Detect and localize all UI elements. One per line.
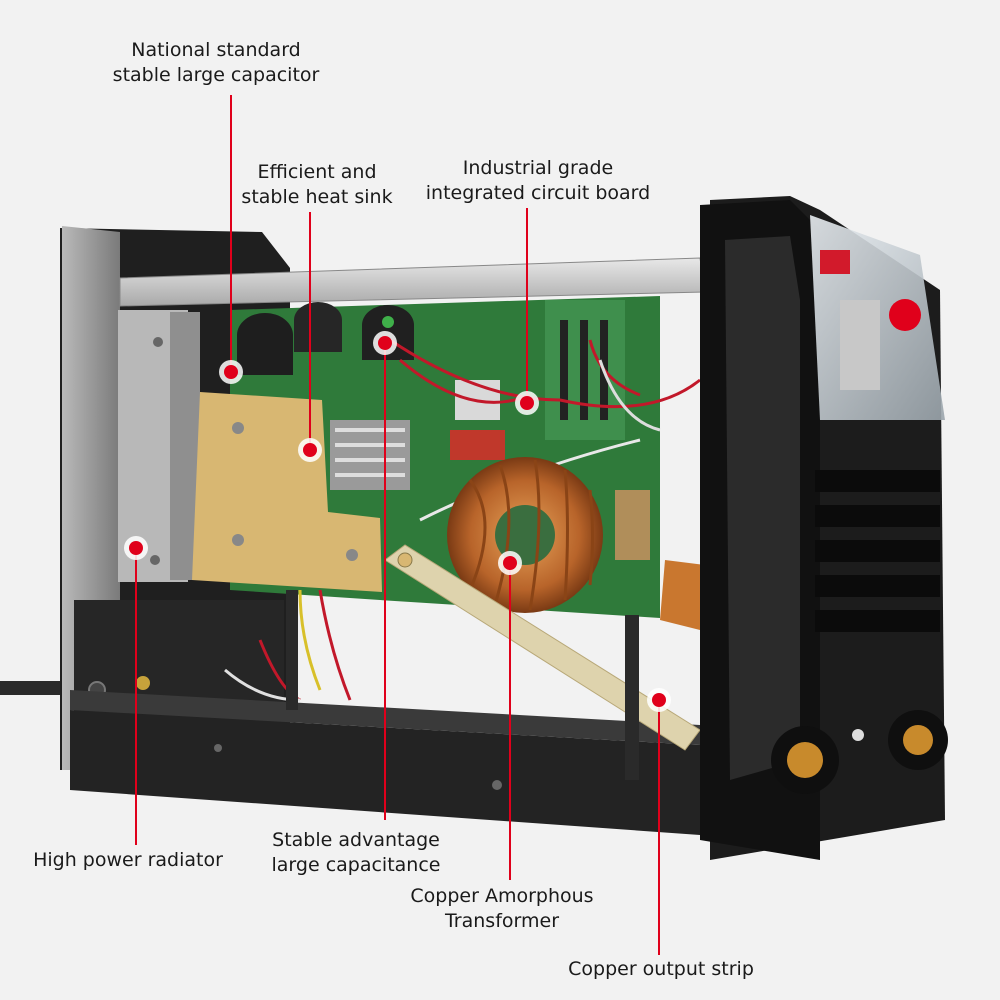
label-heat-sink-line2: stable heat sink [241,186,393,208]
label-heat-sink-line1: Efficient and [257,161,377,183]
transformer-coil [447,457,603,613]
marker-heat-sink [298,438,322,462]
label-capacitance-line1: Stable advantage [272,829,440,851]
front-panel [700,196,948,860]
marker-radiator [124,536,148,560]
label-heat-sink: Efficient and stable heat sink [241,160,392,210]
label-capacitor-line2: stable large capacitor [112,64,320,86]
callout-markers [124,331,671,712]
marker-transformer [498,551,522,575]
radiator-block [118,310,200,582]
support-post [625,615,639,780]
label-output-strip: Copper output strip [568,957,754,982]
label-capacitor: National standard stable large capacitor [113,38,320,88]
label-radiator: High power radiator [33,848,223,873]
label-transformer-line2: Transformer [444,910,560,932]
label-output-strip-line1: Copper output strip [568,958,754,980]
label-capacitance-line2: large capacitance [271,854,441,876]
front-vents [815,470,940,632]
label-transformer: Copper Amorphous Transformer [410,884,593,934]
label-circuit-board: Industrial grade integrated circuit boar… [426,156,650,206]
label-transformer-line1: Copper Amorphous [410,885,594,907]
marker-capacitance [373,331,397,355]
label-circuit-board-line1: Industrial grade [462,157,614,179]
marker-output-strip [647,688,671,712]
capacitors [237,302,414,375]
label-capacitor-line1: National standard [131,39,301,61]
copper-bar-small [660,560,705,630]
support-post-left [286,590,298,710]
output-terminals [771,710,948,794]
callout-lines [135,95,660,955]
label-capacitance: Stable advantage large capacitance [272,828,441,878]
heat-sink-plate [192,392,382,592]
label-radiator-line1: High power radiator [33,849,223,871]
marker-capacitor [219,360,243,384]
marker-circuit-board [515,391,539,415]
label-circuit-board-line2: integrated circuit board [425,182,651,204]
